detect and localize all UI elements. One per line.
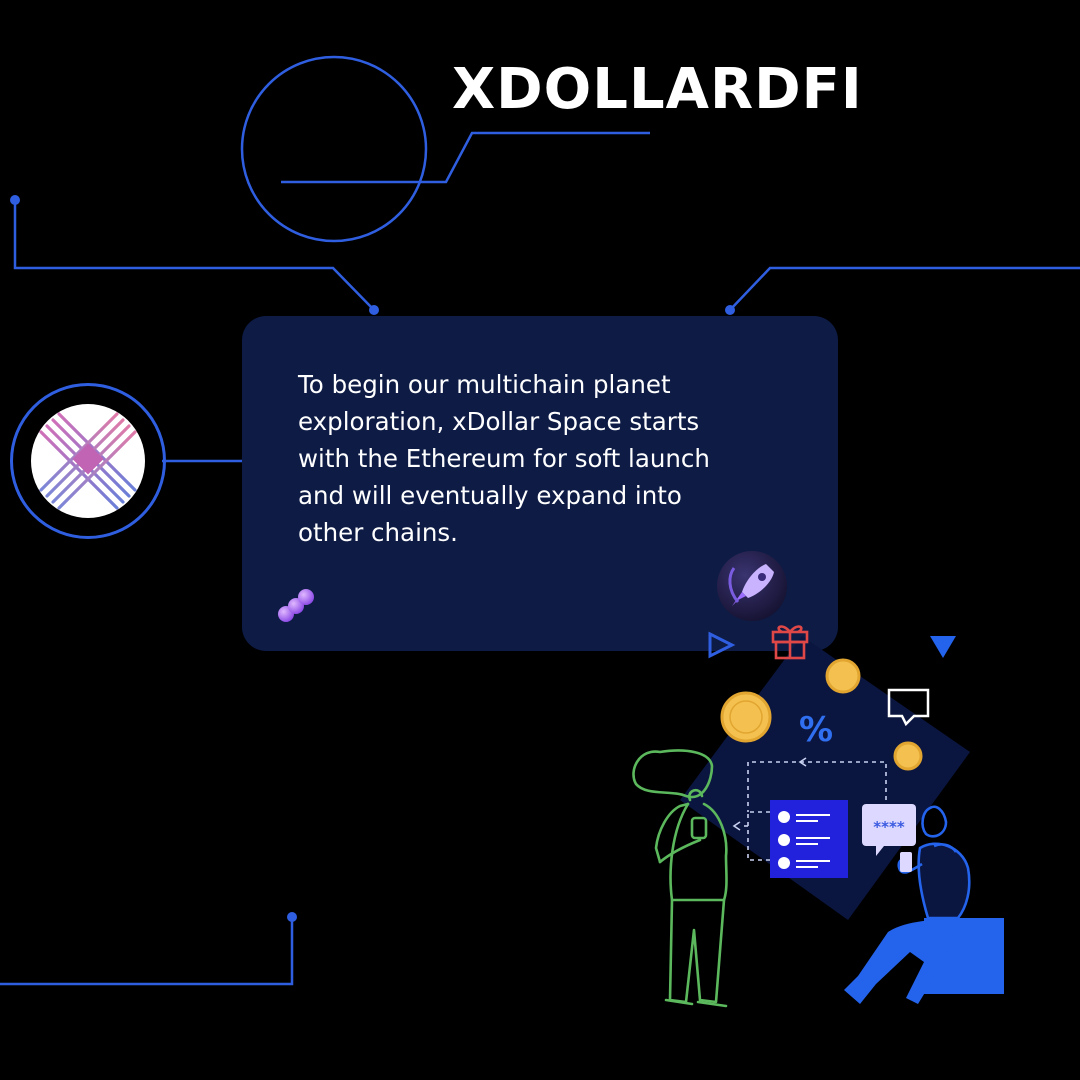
flow-lines [740, 761, 887, 861]
molecule-dots-icon [278, 589, 314, 622]
coin-icon [720, 691, 772, 743]
play-triangle-icon [708, 631, 736, 659]
connector-dot [10, 195, 20, 205]
card-text: To begin our multichain planet explorati… [298, 370, 710, 547]
password-bubble: **** [862, 804, 916, 856]
decor-circle [240, 55, 428, 243]
title-connector-line [281, 131, 650, 184]
standing-person [632, 749, 728, 1008]
rocket-badge-icon [717, 551, 787, 621]
coin-icon [825, 658, 861, 694]
right-connector-line [729, 266, 1080, 311]
list-panel [770, 800, 848, 878]
sitting-person [844, 805, 1004, 1004]
logo-badge [10, 383, 166, 539]
left-connector-line [13, 200, 375, 311]
connector-dot [287, 912, 297, 922]
chat-bubble-icon [887, 688, 930, 727]
coin-icon [893, 741, 923, 771]
xdollar-logo-icon [39, 412, 137, 510]
page-title: XDOLLARDFI [452, 57, 863, 122]
people-finance-illustration: % **** [632, 625, 1004, 1008]
gift-icon [771, 625, 809, 660]
play-triangle-icon [930, 636, 956, 658]
connector-dot [725, 305, 735, 315]
bottom-connector-line [0, 917, 294, 986]
password-mask-text: **** [873, 818, 905, 836]
percent-sign: % [799, 710, 833, 750]
connector-dot [369, 305, 379, 315]
logo-disc [31, 404, 145, 518]
info-card: To begin our multichain planet explorati… [242, 316, 838, 651]
